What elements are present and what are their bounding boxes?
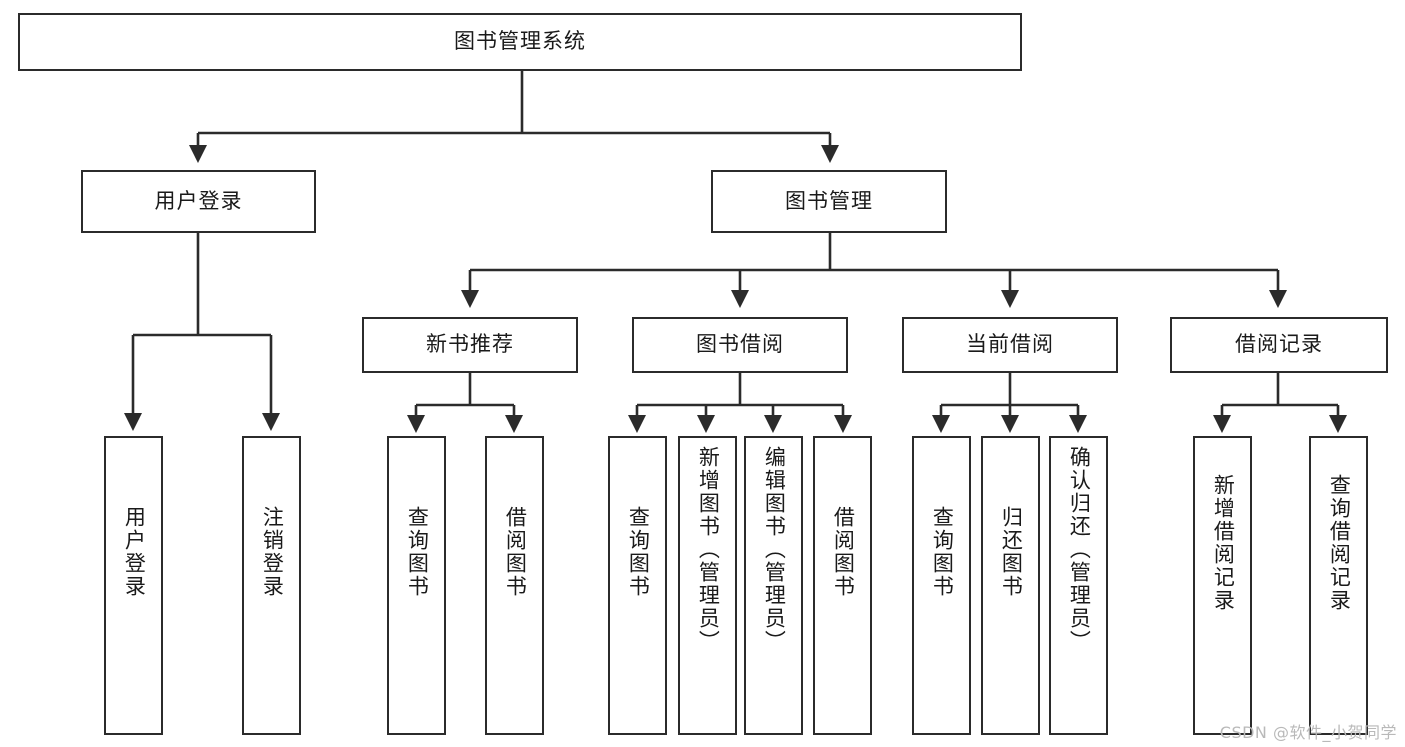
node-book-borrow[interactable]: 图书借阅: [632, 317, 848, 373]
node-book-borrow-label: 图书借阅: [696, 332, 784, 357]
node-book-manage-label: 图书管理: [785, 188, 873, 213]
node-leaf-query-book-1[interactable]: 查询图书: [387, 436, 446, 735]
node-leaf-query-book-2[interactable]: 查询图书: [608, 436, 667, 735]
node-leaf-add-record-label: 新增借阅记录: [1211, 474, 1236, 612]
node-borrow-record-label: 借阅记录: [1235, 332, 1323, 357]
node-leaf-query-book-3-label: 查询图书: [930, 506, 955, 598]
node-current-borrow-label: 当前借阅: [966, 332, 1054, 357]
node-leaf-borrow-book-1-label: 借阅图书: [503, 506, 528, 598]
node-leaf-return-book[interactable]: 归还图书: [981, 436, 1040, 735]
node-leaf-borrow-book-2[interactable]: 借阅图书: [813, 436, 872, 735]
node-leaf-edit-book-label: 编辑图书（管理员）: [762, 446, 787, 653]
node-leaf-user-login-label: 用户登录: [122, 506, 147, 598]
node-new-book-rec-label: 新书推荐: [426, 332, 514, 357]
node-leaf-borrow-book-1[interactable]: 借阅图书: [485, 436, 544, 735]
node-leaf-add-book[interactable]: 新增图书（管理员）: [678, 436, 737, 735]
watermark-text: CSDN @软件_小贺同学: [1219, 723, 1397, 742]
node-leaf-borrow-book-2-label: 借阅图书: [831, 506, 856, 598]
node-leaf-confirm-return[interactable]: 确认归还（管理员）: [1049, 436, 1108, 735]
node-new-book-rec[interactable]: 新书推荐: [362, 317, 578, 373]
node-leaf-edit-book[interactable]: 编辑图书（管理员）: [744, 436, 803, 735]
node-user-login[interactable]: 用户登录: [81, 170, 316, 233]
node-leaf-confirm-return-label: 确认归还（管理员）: [1067, 446, 1092, 653]
node-leaf-logout-login[interactable]: 注销登录: [242, 436, 301, 735]
node-book-manage[interactable]: 图书管理: [711, 170, 947, 233]
node-current-borrow[interactable]: 当前借阅: [902, 317, 1118, 373]
node-leaf-query-book-3[interactable]: 查询图书: [912, 436, 971, 735]
node-leaf-logout-login-label: 注销登录: [260, 506, 285, 598]
node-leaf-add-book-label: 新增图书（管理员）: [696, 446, 721, 653]
node-leaf-query-book-2-label: 查询图书: [626, 506, 651, 598]
node-leaf-query-record-label: 查询借阅记录: [1327, 474, 1352, 612]
node-user-login-label: 用户登录: [154, 188, 243, 213]
node-root[interactable]: 图书管理系统: [18, 13, 1022, 71]
node-leaf-add-record[interactable]: 新增借阅记录: [1193, 436, 1252, 735]
node-leaf-user-login[interactable]: 用户登录: [104, 436, 163, 735]
node-root-label: 图书管理系统: [454, 29, 586, 54]
node-borrow-record[interactable]: 借阅记录: [1170, 317, 1388, 373]
node-leaf-query-book-1-label: 查询图书: [405, 506, 430, 598]
node-leaf-query-record[interactable]: 查询借阅记录: [1309, 436, 1368, 735]
node-leaf-return-book-label: 归还图书: [999, 506, 1024, 598]
